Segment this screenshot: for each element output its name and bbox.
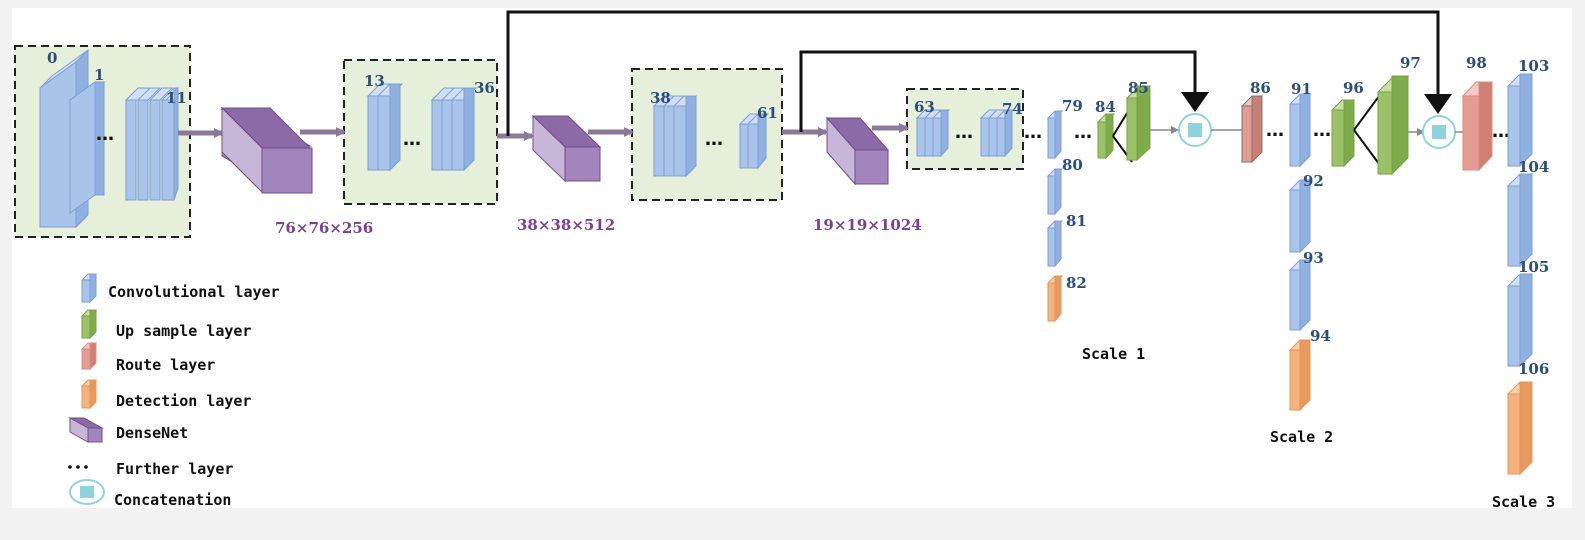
- further-dots: …: [955, 122, 973, 143]
- further-dots: …: [1266, 120, 1284, 141]
- densenet-block-1: [220, 106, 313, 194]
- upsample-layer-85: [1125, 85, 1152, 162]
- scale-label-1: Scale 1: [1082, 345, 1145, 363]
- scale-label-3: Scale 3: [1492, 493, 1555, 511]
- layer-label-96: 96: [1343, 79, 1364, 97]
- upsample-layer-96: [1330, 99, 1356, 168]
- skip-arrowhead-2: [1424, 94, 1452, 114]
- layer-label-98: 98: [1466, 54, 1487, 72]
- layer-label-61: 61: [757, 104, 778, 122]
- further-dots: …: [1074, 122, 1092, 143]
- layer-label-85: 85: [1128, 79, 1149, 97]
- conv-layer-104: [1506, 173, 1534, 268]
- layer-label-82: 82: [1066, 274, 1087, 292]
- layer-label-1: 1: [94, 66, 104, 84]
- layer-label-11: 11: [166, 89, 187, 107]
- legend-conv-label: Convolutional layer: [108, 283, 280, 301]
- further-dots: …: [96, 124, 114, 145]
- legend-concat-label: Concatenation: [114, 491, 231, 509]
- legend: Convolutional layer Up sample layer Rout…: [68, 273, 280, 509]
- legend-densenet-label: DenseNet: [116, 424, 188, 442]
- layer-label-84: 84: [1095, 98, 1116, 116]
- layer-label-0: 0: [47, 49, 57, 67]
- layer-label-93: 93: [1303, 249, 1324, 267]
- densenet-block-3: [825, 116, 890, 186]
- layer-label-106: 106: [1518, 360, 1549, 378]
- dimension-label-2: 38×38×512: [517, 216, 615, 234]
- concatenation-node-1: [1178, 113, 1212, 147]
- layer-label-94: 94: [1310, 327, 1331, 345]
- layer-label-103: 103: [1518, 57, 1549, 75]
- further-dots: …: [403, 129, 421, 150]
- conv-layer-stack-38: [652, 95, 698, 178]
- route-layer-86: [1240, 95, 1264, 164]
- layer-label-38: 38: [650, 89, 671, 107]
- layer-label-97: 97: [1400, 54, 1421, 72]
- conv-layer-stack-63: [915, 109, 951, 158]
- conv-layer-stack-11: [124, 87, 180, 201]
- layer-label-91: 91: [1291, 80, 1312, 98]
- conv-layer-105: [1506, 273, 1534, 368]
- concatenation-node-2: [1422, 115, 1456, 149]
- upsample-layer-84: [1096, 113, 1116, 160]
- layer-label-36: 36: [474, 79, 495, 97]
- legend-concat-icon: [69, 479, 105, 505]
- dimension-label-1: 76×76×256: [275, 219, 373, 237]
- dimension-label-3: 19×19×1024: [813, 216, 922, 234]
- conv-layer-81: [1046, 220, 1064, 268]
- detection-layer-94: [1288, 339, 1312, 412]
- further-dots: …: [1492, 121, 1510, 142]
- scale-label-2: Scale 2: [1270, 428, 1333, 446]
- legend-upsample-label: Up sample layer: [116, 322, 251, 340]
- layer-label-105: 105: [1518, 258, 1549, 276]
- layer-label-92: 92: [1303, 172, 1324, 190]
- route-layer-98: [1461, 81, 1494, 172]
- legend-densenet-icon: [68, 417, 104, 443]
- legend-detection-icon: [80, 379, 98, 410]
- conv-layer-93: [1288, 259, 1312, 332]
- detection-layer-106: [1506, 381, 1534, 476]
- canvas-background: [12, 8, 1572, 508]
- conv-layer-1: [68, 81, 106, 214]
- detection-layer-82: [1046, 275, 1064, 323]
- legend-upsample-icon: [80, 309, 98, 340]
- legend-further-label: Further layer: [116, 460, 233, 478]
- skip-arrowhead-1: [1181, 92, 1209, 112]
- conv-layer-stack-13: [366, 83, 404, 172]
- legend-detection-label: Detection layer: [116, 392, 251, 410]
- conv-layer-103: [1506, 73, 1534, 168]
- legend-further-icon: [68, 465, 88, 469]
- conv-layer-stack-36: [430, 87, 478, 172]
- conv-layer-92: [1288, 179, 1312, 254]
- conv-layer-91: [1288, 93, 1312, 168]
- further-dots: …: [705, 129, 723, 150]
- legend-route-icon: [80, 342, 98, 371]
- layer-label-80: 80: [1062, 156, 1083, 174]
- conv-layer-79: [1046, 110, 1064, 160]
- further-dots: …: [1024, 122, 1042, 143]
- legend-route-label: Route layer: [116, 356, 215, 374]
- upsample-layer-97: [1376, 75, 1410, 176]
- layer-label-74: 74: [1002, 100, 1023, 118]
- conv-layer-stack-61: [738, 113, 770, 170]
- layer-label-13: 13: [364, 72, 385, 90]
- densenet-block-2: [531, 114, 602, 183]
- layer-label-86: 86: [1250, 79, 1271, 97]
- conv-layer-stack-74: [979, 109, 1015, 158]
- further-dots: …: [1313, 120, 1331, 141]
- legend-conv-icon: [80, 273, 98, 304]
- skip-connection-1: [799, 50, 1197, 132]
- conv-layer-80: [1046, 168, 1064, 216]
- layer-label-104: 104: [1518, 158, 1549, 176]
- layer-label-79: 79: [1062, 97, 1083, 115]
- skip-connection-2: [506, 10, 1440, 136]
- layer-label-63: 63: [914, 98, 935, 116]
- layer-label-81: 81: [1066, 212, 1087, 230]
